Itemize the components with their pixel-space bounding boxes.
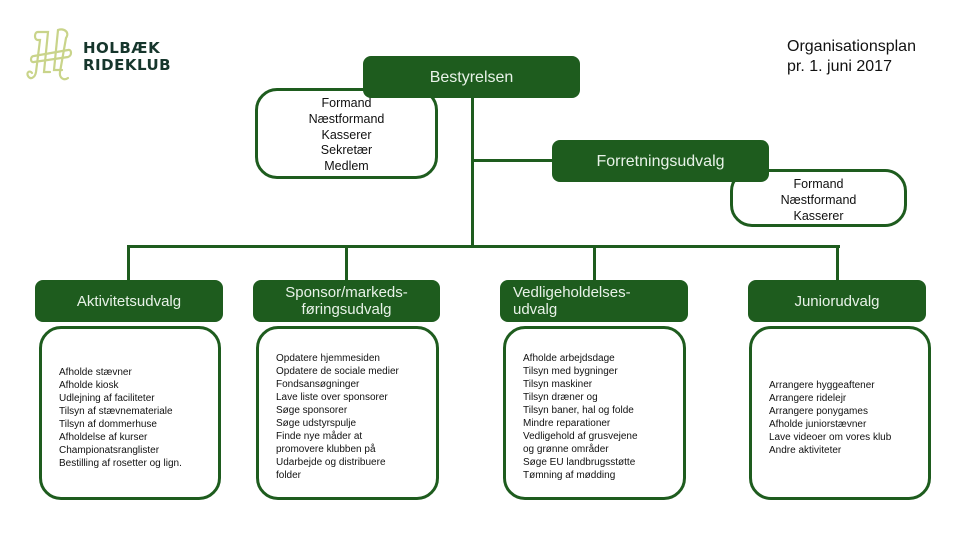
board-node: Bestyrelsen [363, 56, 580, 98]
task-item: Tilsyn med bygninger [523, 366, 618, 377]
task-item: Bestilling af rosetter og lign. [59, 458, 182, 469]
task-item: Tilsyn af stævnemateriale [59, 406, 173, 417]
task-item: Udlejning af faciliteter [59, 393, 155, 404]
task-item: Afholdelse af kurser [59, 432, 148, 443]
task-item: Fondsansøgninger [276, 379, 360, 390]
task-item: Tilsyn maskiner [523, 379, 593, 390]
business-committee-label: Forretningsudvalg [596, 152, 725, 170]
business-member: Næstformand [780, 192, 857, 207]
task-item: Tilsyn dræner og [523, 392, 598, 403]
task-item: Tømning af mødding [523, 470, 616, 481]
business-committee-node: Forretningsudvalg [552, 140, 769, 182]
committee-tasks-box: Afholde arbejdsdage Tilsyn med bygninger… [503, 326, 686, 500]
board-member: Medlem [324, 159, 369, 174]
task-item: Tilsyn af dommerhuse [59, 419, 157, 430]
committee-tasks-box: Afholde stævner Afholde kiosk Udlejning … [39, 326, 221, 500]
task-item: Andre aktiviteter [769, 445, 842, 456]
task-item: Afholde arbejdsdage [523, 353, 615, 364]
horse-h-monogram-icon [26, 28, 73, 81]
task-item: Søge EU landbrugsstøtte [523, 457, 636, 468]
connector-committee-4 [836, 245, 839, 280]
committee-label: Aktivitetsudvalg [76, 292, 182, 310]
logo-line2: RIDEKLUB [83, 56, 172, 74]
committee-label-line1: Vedligeholdelses- [513, 284, 631, 301]
committee-node-sponsor: Sponsor/markeds- føringsudvalg [253, 280, 440, 322]
task-item: Tilsyn baner, hal og folde [523, 405, 634, 416]
task-item: Vedligehold af grusvejene [523, 431, 638, 442]
business-member: Formand [793, 177, 844, 191]
board-members-box: Formand Næstformand Kasserer Sekretær Me… [255, 88, 438, 179]
committee-label-line2: udvalg [513, 301, 558, 318]
board-member: Næstformand [308, 111, 385, 126]
committee-node-aktivitet: Aktivitetsudvalg [35, 280, 223, 322]
committee-node-vedligehold: Vedligeholdelses- udvalg [500, 280, 688, 322]
connector-business-branch [471, 159, 553, 162]
title-line2: pr. 1. juni 2017 [787, 58, 892, 75]
committee-node-junior: Juniorudvalg [748, 280, 926, 322]
committee-label: Juniorudvalg [794, 292, 880, 310]
board-label: Bestyrelsen [429, 68, 514, 86]
task-item: Lave videoer om vores klub [769, 432, 892, 443]
board-member: Kasserer [321, 127, 372, 142]
club-logo: HOLBÆK RIDEKLUB [24, 26, 184, 86]
task-item: Finde nye måder at [276, 431, 363, 442]
task-item: Søge udstyrspulje [276, 418, 357, 429]
connector-committee-1 [127, 245, 130, 280]
chart-title: Organisationsplan pr. 1. juni 2017 [787, 37, 916, 77]
task-item: Udarbejde og distribuere [276, 457, 386, 468]
business-member: Kasserer [793, 208, 844, 223]
task-item: Mindre reparationer [523, 418, 611, 429]
task-item: Afholde stævner [59, 367, 132, 378]
task-item: Afholde kiosk [59, 380, 119, 391]
task-item: Arrangere ridelejr [769, 393, 847, 404]
title-line1: Organisationsplan [787, 38, 916, 55]
task-item: Søge sponsorer [276, 405, 348, 416]
committee-label-line1: Sponsor/markeds- [285, 284, 408, 301]
committee-tasks-box: Arrangere hyggeaftener Arrangere ridelej… [749, 326, 931, 500]
connector-board-trunk [471, 97, 474, 247]
board-member: Formand [321, 96, 372, 110]
task-item: Opdatere hjemmesiden [276, 353, 380, 364]
task-item: Championatsranglister [59, 445, 160, 456]
logo-line1: HOLBÆK [83, 39, 161, 57]
connector-horizontal-bus [127, 245, 840, 248]
task-item: Afholde juniorstævner [769, 419, 867, 430]
committee-label-line2: føringsudvalg [301, 301, 392, 318]
task-item: Lave liste over sponsorer [276, 392, 388, 403]
task-item: Opdatere de sociale medier [276, 366, 399, 377]
business-committee-members-box: Formand Næstformand Kasserer [730, 169, 907, 227]
connector-committee-3 [593, 245, 596, 280]
connector-committee-2 [345, 245, 348, 280]
board-member: Sekretær [320, 143, 373, 158]
task-item: promovere klubben på [276, 444, 376, 455]
task-item: folder [276, 470, 302, 481]
task-item: Arrangere ponygames [769, 406, 868, 417]
committee-tasks-box: Opdatere hjemmesiden Opdatere de sociale… [256, 326, 439, 500]
task-item: og grønne områder [523, 444, 609, 455]
task-item: Arrangere hyggeaftener [769, 380, 875, 391]
